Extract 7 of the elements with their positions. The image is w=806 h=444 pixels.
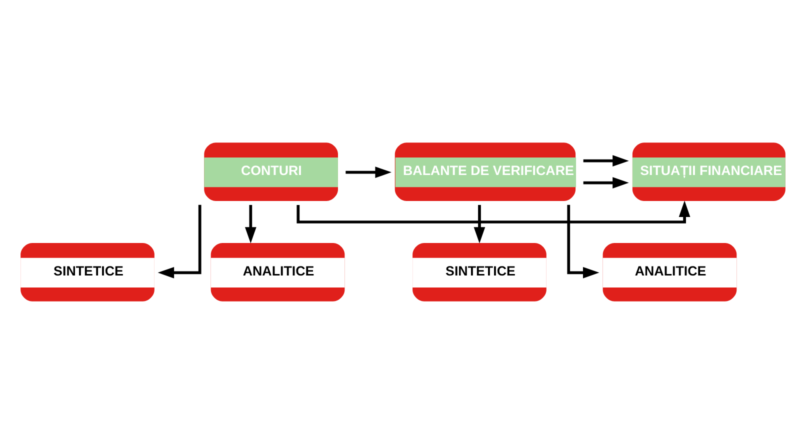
arrow — [583, 177, 629, 188]
arrow — [567, 204, 600, 278]
arrow — [244, 204, 256, 244]
arrow — [474, 204, 486, 244]
arrow — [346, 166, 392, 178]
arrow — [583, 155, 629, 167]
arrow — [158, 204, 202, 278]
